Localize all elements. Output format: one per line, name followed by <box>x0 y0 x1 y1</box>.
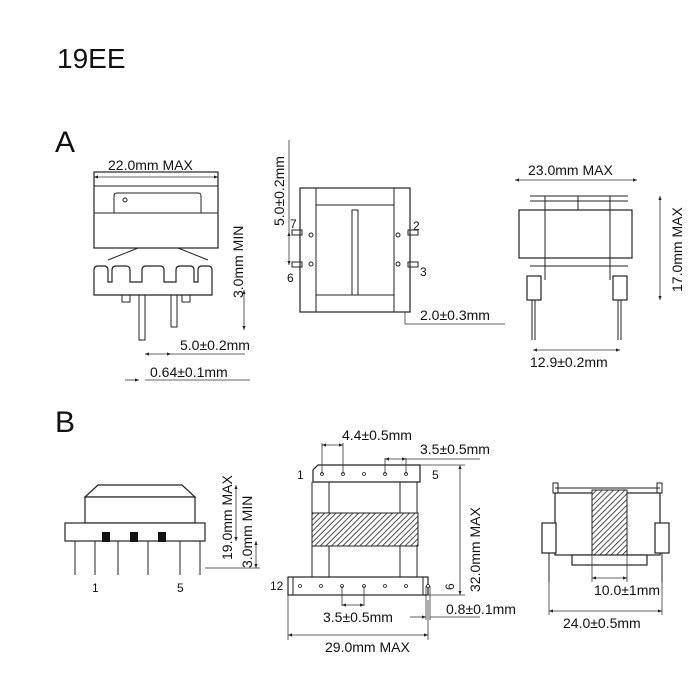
b-front-view <box>64 484 260 575</box>
a-width-max: 22.0mm MAX <box>108 157 193 173</box>
a-pin-pitch: 5.0±0.2mm <box>180 337 250 353</box>
b-core-width: 10.0±1mm <box>594 582 660 598</box>
a-side-view <box>287 140 505 325</box>
b-bottom-pitch: 3.5±0.5mm <box>323 609 393 625</box>
a-standoff-min: 3.0mm MIN <box>230 226 246 298</box>
b-pin-label: 1 <box>297 468 304 482</box>
a-pin-label: 7 <box>290 217 297 231</box>
a-pin-label: 6 <box>287 271 294 285</box>
a-front-view <box>93 171 250 382</box>
b-pin-label: 6 <box>443 583 457 590</box>
b-pin-label: 5 <box>432 468 439 482</box>
b-top-pitch-2: 3.5±0.5mm <box>420 441 490 457</box>
b-top-pitch-1: 4.4±0.5mm <box>342 427 412 443</box>
b-pin-label: 1 <box>92 581 99 595</box>
b-length-max: 32.0mm MAX <box>467 507 483 592</box>
a-pin-label: 2 <box>413 219 420 233</box>
page-title: 19EE <box>57 43 126 74</box>
b-pin-width: 0.8±0.1mm <box>446 601 516 617</box>
section-b-label: B <box>55 406 75 439</box>
a-pin-diameter: 0.64±0.1mm <box>150 364 228 380</box>
a-pin-label: 3 <box>420 265 427 279</box>
a-side-pitch: 5.0±0.2mm <box>271 156 287 226</box>
a-pin-offset: 2.0±0.3mm <box>420 307 490 323</box>
section-a-label: A <box>55 126 75 159</box>
b-standoff-min: 3.0mm MIN <box>239 496 255 568</box>
b-top-view <box>287 443 480 640</box>
b-pin-label: 12 <box>270 579 284 593</box>
b-height-max: 19.0mm MAX <box>219 475 235 560</box>
b-overall-width: 24.0±0.5mm <box>563 615 641 631</box>
a-end-view <box>515 178 662 352</box>
a-width-max-2: 23.0mm MAX <box>528 162 613 178</box>
a-height-max: 17.0mm MAX <box>669 207 685 292</box>
a-row-spacing: 12.9±0.2mm <box>530 354 608 370</box>
b-pin-label: 5 <box>177 581 184 595</box>
b-width-max: 29.0mm MAX <box>325 639 410 655</box>
b-end-view <box>541 482 670 615</box>
